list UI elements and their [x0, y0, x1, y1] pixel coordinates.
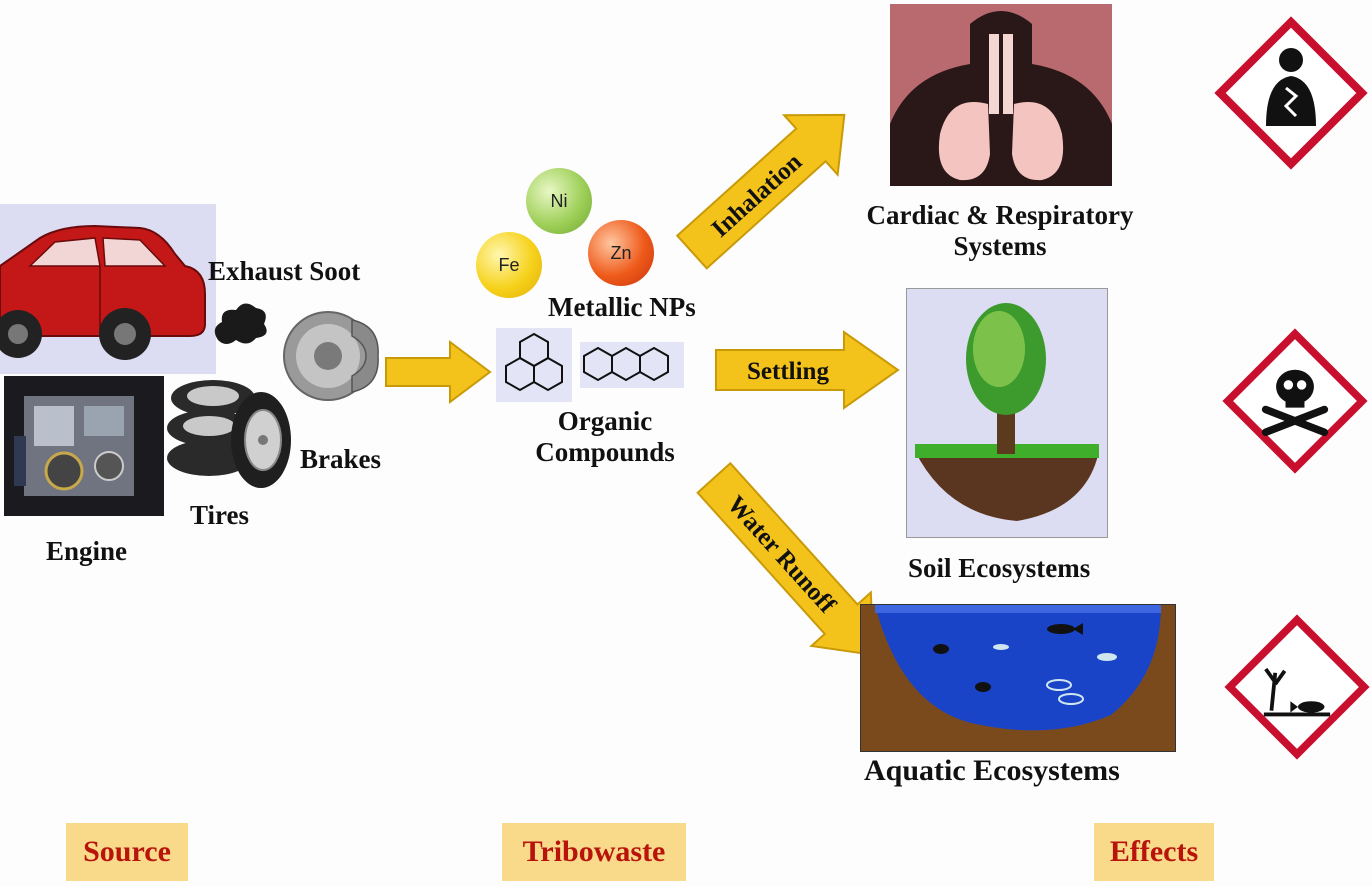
cardiac-respiratory-label: Cardiac & Respiratory Systems [848, 200, 1152, 262]
zn-nanoparticle: Zn [588, 220, 654, 286]
lungs-image [890, 4, 1112, 186]
aquatic-ecosystems-label: Aquatic Ecosystems [864, 754, 1120, 787]
cardiac-label-line1: Cardiac & Respiratory [866, 200, 1134, 230]
organic-compounds-label: Organic Compounds [520, 406, 690, 468]
engine-label: Engine [46, 536, 128, 566]
footer-effects: Effects [1094, 823, 1214, 881]
exhaust-soot-icon [214, 303, 267, 344]
water-runoff-label: Water Runoff [722, 491, 841, 619]
fe-label: Fe [498, 255, 520, 275]
ni-nanoparticle: Ni [526, 168, 592, 234]
cardiac-label-line2: Systems [953, 231, 1047, 262]
organic-label-line2: Compounds [535, 437, 675, 468]
soil-tree-image [906, 288, 1108, 538]
fe-nanoparticle: Fe [476, 232, 542, 298]
health-hazard-icon [1214, 16, 1368, 170]
zn-label: Zn [610, 243, 632, 263]
water-runoff-arrow: Water Runoff [696, 461, 875, 657]
pyrene-structure-icon [496, 328, 572, 402]
soil-ecosystems-label: Soil Ecosystems [908, 553, 1091, 583]
footer-source: Source [66, 823, 188, 881]
anthracene-structure-icon [580, 342, 684, 388]
settling-arrow: Settling [715, 330, 900, 410]
organic-label-line1: Organic [557, 406, 653, 436]
brakes-image [283, 311, 379, 401]
tires-image [167, 380, 291, 488]
exhaust-soot-label: Exhaust Soot [208, 256, 361, 286]
aquatic-image [860, 604, 1176, 752]
metallic-nps-label: Metallic NPs [548, 292, 696, 322]
settling-label: Settling [747, 358, 829, 385]
ni-label: Ni [550, 191, 568, 211]
car-image [0, 204, 216, 374]
environment-hazard-icon [1224, 614, 1370, 760]
engine-image [4, 376, 164, 516]
tires-label: Tires [190, 500, 250, 530]
footer-tribowaste: Tribowaste [502, 823, 686, 881]
inhalation-arrow: Inhalation [675, 113, 846, 270]
brakes-label: Brakes [300, 444, 381, 474]
toxic-skull-icon [1222, 328, 1368, 474]
arrow-source-to-tribowaste [385, 340, 492, 404]
